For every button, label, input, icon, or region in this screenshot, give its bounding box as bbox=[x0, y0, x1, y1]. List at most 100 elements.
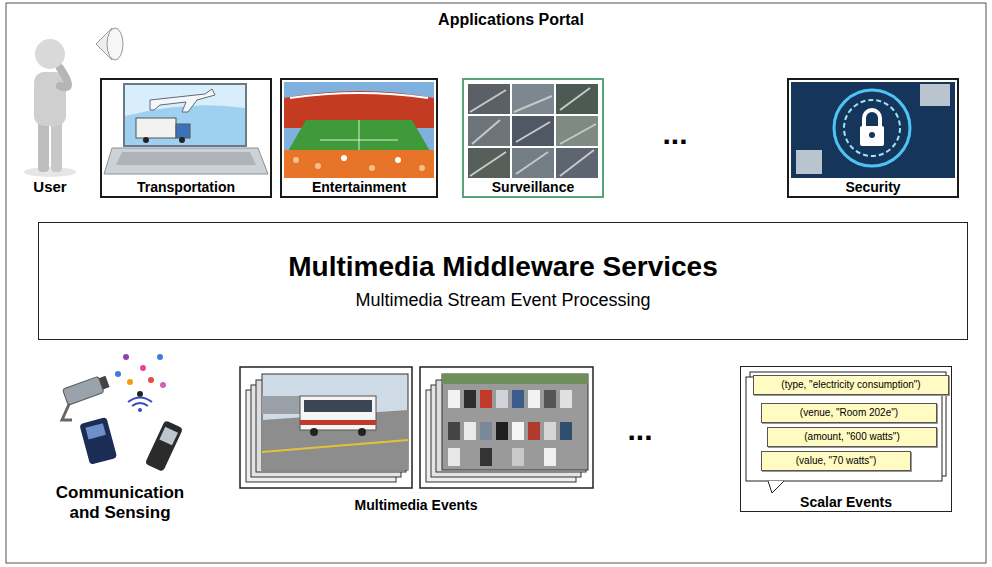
bus-frames-part bbox=[304, 400, 372, 412]
user-figure-part bbox=[34, 72, 66, 126]
stadium-picture-part bbox=[395, 157, 401, 163]
sensing-icons-part bbox=[128, 398, 152, 407]
security-picture-part bbox=[869, 132, 875, 138]
sensing-icons-part-part bbox=[99, 376, 110, 390]
bus-frames-part bbox=[262, 396, 302, 414]
group-label: Multimedia Events bbox=[300, 497, 532, 514]
application-box: Surveillance bbox=[462, 78, 604, 198]
stadium-picture-part bbox=[419, 165, 425, 171]
transport-picture-part bbox=[179, 137, 185, 143]
node-text: Security bbox=[842, 179, 903, 196]
transport-picture-part bbox=[143, 137, 149, 143]
parking-frames-part bbox=[560, 422, 572, 440]
sensing-icons-part-part bbox=[85, 423, 105, 439]
event-note: (value, "70 watts") bbox=[761, 451, 911, 471]
sensing-icons-part-part bbox=[62, 376, 104, 405]
user-figure-part bbox=[24, 167, 76, 177]
bus-frames-part bbox=[262, 440, 408, 452]
event-note: (venue, "Room 202e") bbox=[761, 403, 937, 423]
parking-frames-part bbox=[544, 448, 556, 466]
parking-frames-part bbox=[528, 390, 540, 408]
bus-frames-part bbox=[310, 428, 318, 436]
parking-frames-part bbox=[442, 374, 588, 384]
parking-frames-part bbox=[448, 422, 460, 440]
camera-grid-picture-part bbox=[470, 88, 596, 176]
sensing-icons-part bbox=[148, 377, 154, 383]
node-text: Transportation bbox=[134, 179, 238, 196]
sensing-icons-part-part bbox=[79, 417, 117, 465]
parking-frames-part bbox=[528, 422, 540, 440]
bus-frames bbox=[240, 367, 412, 488]
parking-frames-part bbox=[496, 390, 508, 408]
node-text: (type, "electricity consumption") bbox=[781, 379, 920, 391]
security-picture-part bbox=[860, 126, 884, 146]
ellipsis: ... bbox=[605, 412, 675, 448]
parking-frames-part bbox=[512, 390, 524, 408]
stadium-picture-part bbox=[284, 82, 434, 178]
user-figure-part bbox=[35, 39, 65, 69]
bus-frames-part bbox=[358, 428, 366, 436]
parking-frames-part bbox=[448, 448, 460, 466]
node-text: Scalar Events bbox=[800, 494, 892, 510]
parking-frames-part bbox=[560, 390, 572, 408]
node-text: Multimedia Middleware Services bbox=[288, 250, 718, 284]
speech-icon bbox=[96, 28, 123, 60]
user-figure-part bbox=[60, 68, 68, 87]
middleware-box: Multimedia Middleware ServicesMultimedia… bbox=[38, 222, 968, 340]
sensing-icons bbox=[62, 354, 183, 472]
sensing-icons-part bbox=[157, 354, 163, 360]
security-picture-part bbox=[796, 150, 822, 174]
parking-frames-part bbox=[512, 422, 524, 440]
parking-frames-part bbox=[496, 422, 508, 440]
sensing-icons-part-part bbox=[159, 427, 178, 446]
security-picture-part bbox=[864, 110, 880, 127]
sensing-icons-part bbox=[123, 354, 129, 360]
sensing-icons-part bbox=[62, 374, 110, 405]
sensing-icons-part bbox=[115, 371, 121, 377]
scalar-sheets-part bbox=[768, 481, 784, 493]
user-label: User bbox=[10, 178, 90, 196]
parking-frames bbox=[420, 367, 593, 488]
node-text: (venue, "Room 202e") bbox=[800, 407, 898, 419]
node-text: (amount, "600 watts") bbox=[804, 431, 899, 443]
transport-picture-part bbox=[124, 84, 246, 146]
node-text: Entertainment bbox=[309, 179, 409, 196]
application-box: Security bbox=[787, 78, 959, 198]
parking-frames-part bbox=[448, 390, 460, 408]
parking-frames-part bbox=[480, 390, 492, 408]
application-box: Transportation bbox=[100, 78, 272, 198]
stadium-picture-part bbox=[284, 150, 434, 178]
node-text: (value, "70 watts") bbox=[796, 455, 876, 467]
transport-picture-part bbox=[104, 148, 268, 174]
transport-picture-part bbox=[116, 152, 256, 165]
bus-frames-part bbox=[300, 420, 376, 425]
parking-frames-part bbox=[480, 422, 492, 440]
speech-icon-part bbox=[107, 28, 123, 60]
application-box: Entertainment bbox=[280, 78, 438, 198]
parking-frames-part bbox=[480, 448, 492, 466]
sensing-icons-part bbox=[138, 408, 142, 412]
bus-frames-part bbox=[240, 367, 412, 488]
scalar-events-box: Scalar Events (type, "electricity consump… bbox=[740, 366, 952, 512]
stadium-picture-part bbox=[290, 93, 428, 98]
stadium-picture-part bbox=[293, 157, 299, 163]
bus-frames-part bbox=[262, 374, 408, 470]
parking-frames-part bbox=[442, 374, 588, 470]
user-figure-part bbox=[51, 118, 62, 172]
parking-frames-part bbox=[464, 390, 476, 408]
ellipsis: ... bbox=[640, 116, 710, 152]
user-figure bbox=[24, 39, 76, 177]
sensing-icons-part bbox=[79, 417, 117, 465]
security-picture-part bbox=[920, 84, 950, 106]
event-note: (amount, "600 watts") bbox=[767, 427, 937, 447]
stadium-picture bbox=[284, 82, 434, 178]
camera-grid-picture-part bbox=[556, 116, 598, 146]
transport-picture bbox=[104, 84, 268, 174]
security-picture-part bbox=[844, 100, 900, 156]
transport-picture-part bbox=[176, 124, 190, 138]
sensing-icons-part bbox=[160, 382, 166, 388]
transport-picture-part bbox=[125, 85, 245, 116]
parking-frames-part bbox=[464, 422, 476, 440]
